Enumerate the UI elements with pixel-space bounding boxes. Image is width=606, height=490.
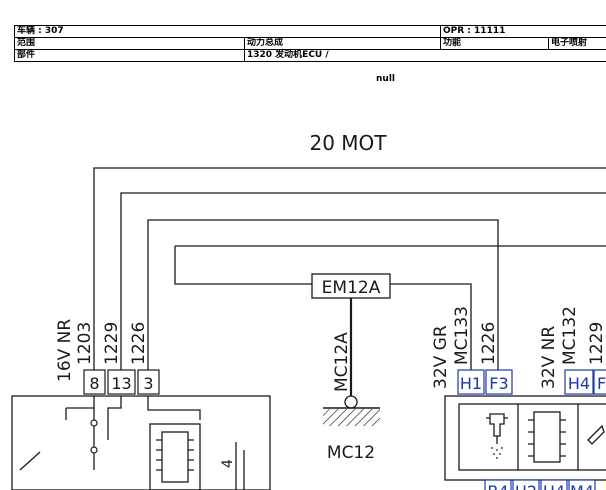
left-component-pins	[235, 442, 245, 490]
pin-box-b4	[484, 479, 512, 490]
right-arrow-icon	[587, 424, 605, 445]
pin-box-m4	[568, 479, 596, 490]
wire-em12a-left	[174, 246, 312, 285]
wire-1229	[120, 192, 606, 370]
wire-label-1229-right: 1229	[587, 322, 606, 365]
left-internal-line-4	[107, 396, 122, 440]
pin-label-h1: H1	[460, 374, 482, 393]
wire-label-1229: 1229	[102, 322, 122, 365]
pin-label-f: F	[597, 374, 606, 393]
part-label: 部件	[14, 49, 245, 62]
wire-1203	[93, 167, 606, 370]
left-junction-dot-2	[90, 446, 98, 454]
pin-box-3	[137, 369, 160, 395]
ground-label: MC12	[327, 443, 375, 463]
wire-label-1226-right: 1226	[479, 322, 499, 365]
bottom-pins: B4 H2 H4 M4	[484, 479, 596, 490]
pin-label-m4: M4	[570, 482, 594, 490]
part-value: 1320 发动机ECU /	[243, 49, 606, 62]
right-component-inner	[458, 403, 606, 471]
left-component-frame	[11, 395, 271, 490]
left-internal-line-5	[147, 396, 201, 420]
pin-label-f3: F3	[489, 374, 508, 393]
left-junction-dot-1	[90, 419, 98, 427]
left-connector: 8 13 3	[83, 369, 160, 395]
pin-box-h1	[457, 369, 485, 395]
wire-label-16v-nr: 16V NR	[55, 319, 75, 382]
pin-box-h2	[512, 479, 540, 490]
pin-label-h2: H2	[515, 482, 537, 490]
wire-label-32v-gr: 32V GR	[431, 325, 451, 389]
right-component	[444, 395, 606, 481]
diagram-title: 20 MOT	[309, 131, 387, 155]
left-chip-outline	[149, 423, 201, 490]
header-table: 车辆 : 307 OPR : 11111 范围 动力总成 功能 电子喷射 部件 …	[14, 25, 606, 62]
wires	[93, 167, 606, 370]
pin-box-8	[83, 369, 106, 395]
pin-label-3: 3	[143, 374, 153, 393]
pin-label-13: 13	[111, 374, 131, 393]
pin-box-f	[593, 369, 606, 395]
component-4-label: 4	[220, 459, 236, 468]
pin-label-h4: H4	[568, 374, 590, 393]
ground-hatch	[323, 409, 380, 426]
pin-label-b4: B4	[487, 482, 508, 490]
wire-label-mc12a: MC12A	[332, 332, 352, 392]
wire-label-1226: 1226	[129, 322, 149, 365]
pin-box-h4-bottom	[540, 479, 568, 490]
wire-em12a-right	[390, 283, 472, 370]
junction-label: EM12A	[322, 278, 381, 298]
injector-spray	[491, 447, 503, 459]
left-switch-line	[19, 451, 41, 471]
right-chip-body	[533, 411, 561, 463]
pin-box-f3	[485, 369, 513, 395]
pin-box-h4	[564, 369, 594, 395]
right-connector: H1 F3 H4 F	[457, 369, 606, 395]
left-chip-body	[161, 431, 189, 483]
wire-label-32v-nr: 32V NR	[539, 326, 559, 389]
wire-label-1203: 1203	[75, 322, 95, 365]
left-chip-legs	[156, 439, 194, 471]
junction-box	[311, 273, 391, 299]
null-text: null	[376, 74, 395, 84]
injector-icon	[486, 413, 508, 444]
wire-1226	[147, 219, 499, 370]
pin-box-13	[107, 369, 136, 395]
left-component	[11, 395, 271, 490]
pin-label-h4-bottom: H4	[543, 482, 565, 490]
wire-label-mc132: MC132	[560, 306, 580, 365]
right-chip-legs	[528, 419, 566, 457]
pin-label-8: 8	[89, 374, 99, 393]
right-component-frame	[444, 395, 606, 481]
wire-label-mc133: MC133	[452, 306, 472, 365]
ground-node	[344, 395, 358, 409]
